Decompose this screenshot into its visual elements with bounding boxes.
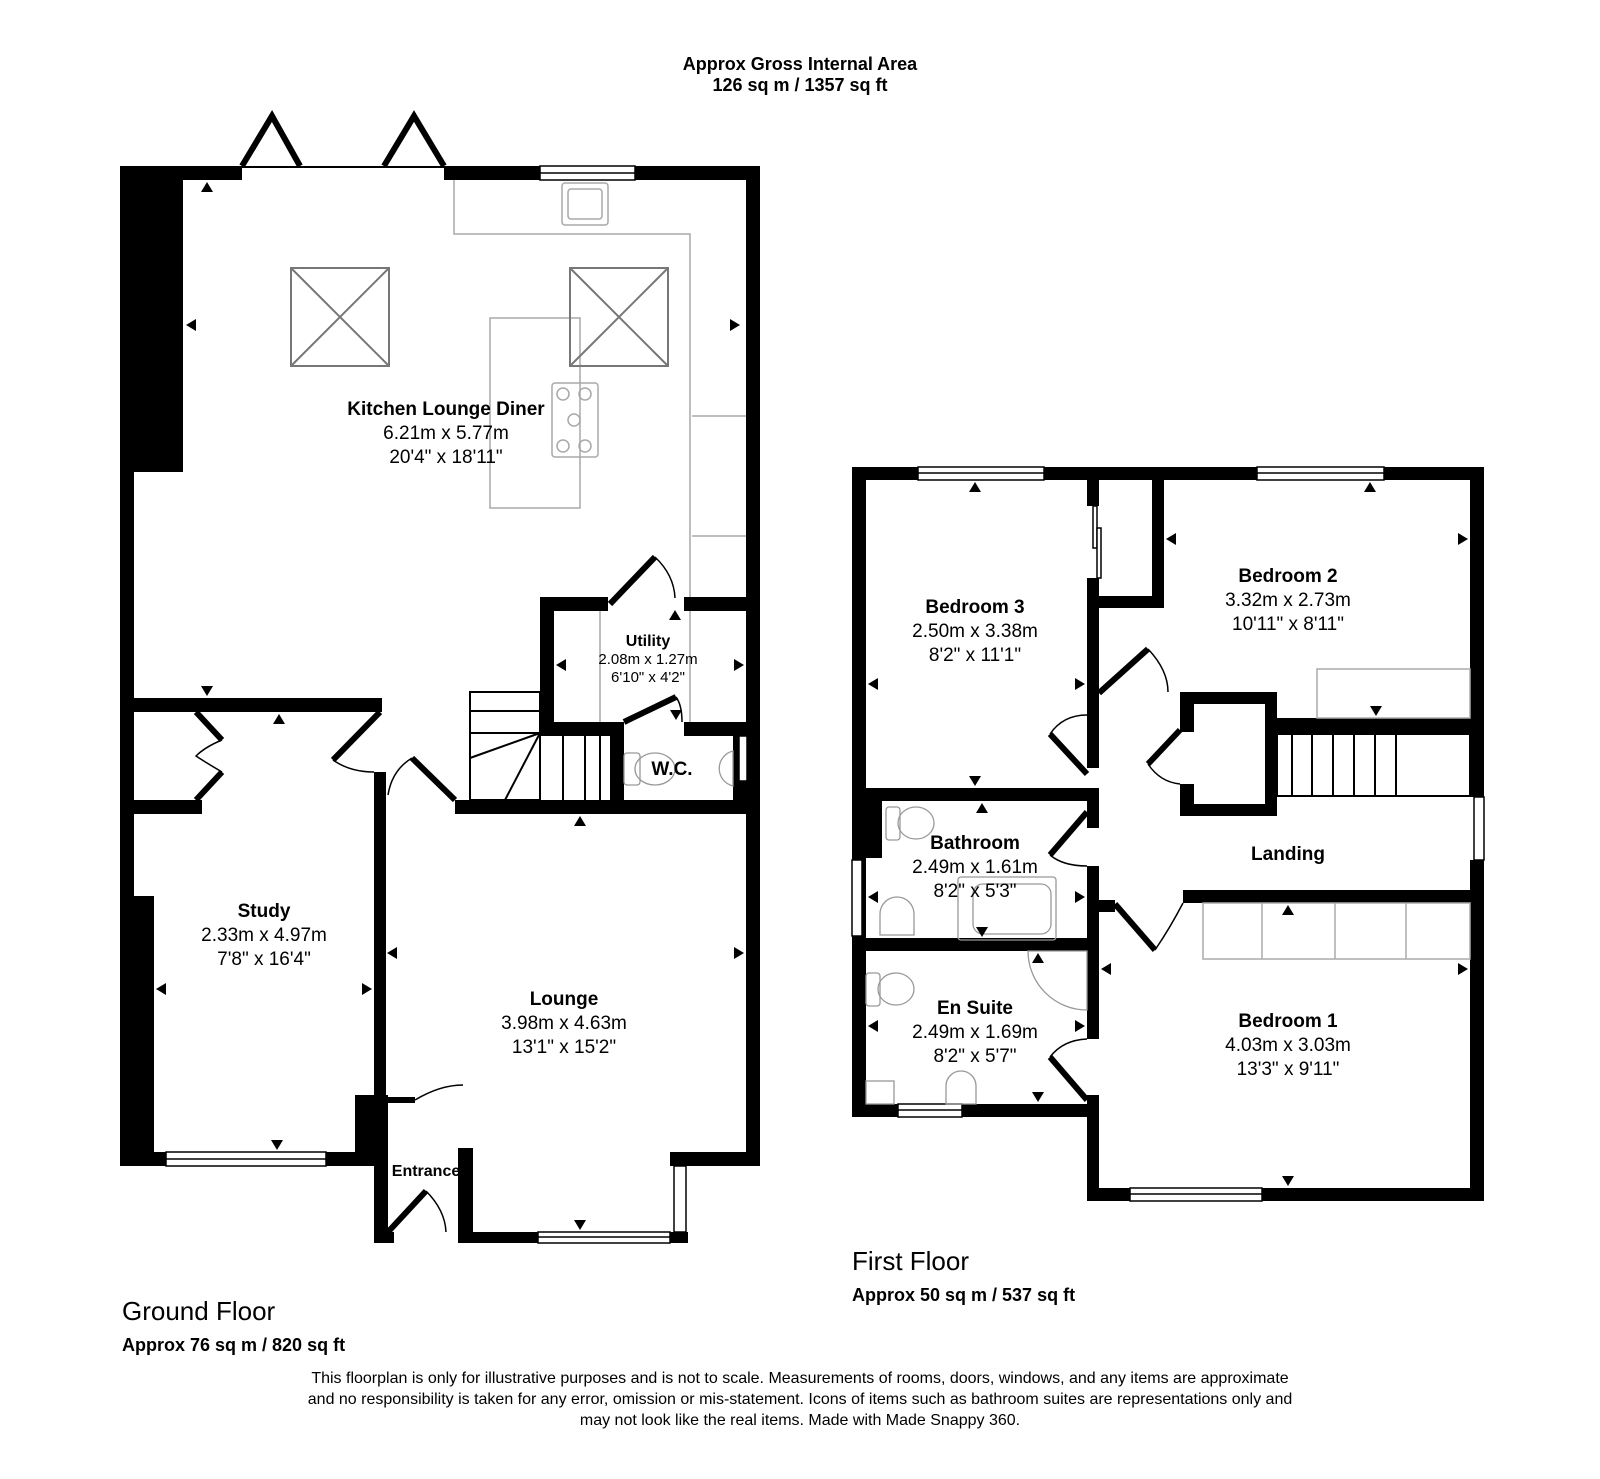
room-name: Bathroom xyxy=(930,833,1020,854)
room-bathroom: Bathroom 2.49m x 1.61m 8'2" x 5'3" xyxy=(912,832,1038,904)
room-wc: W.C. xyxy=(651,758,692,782)
skylights xyxy=(290,267,669,367)
room-kitchen-lounge-diner: Kitchen Lounge Diner 6.21m x 5.77m 20'4"… xyxy=(347,398,544,470)
room-metric: 4.03m x 3.03m xyxy=(1225,1035,1351,1056)
room-name: Bedroom 3 xyxy=(925,597,1025,618)
room-imperial: 8'2" x 5'7" xyxy=(933,1046,1017,1067)
room-metric: 2.49m x 1.69m xyxy=(912,1022,1038,1043)
first-floor-caption: First Floor Approx 50 sq m / 537 sq ft xyxy=(852,1246,1075,1306)
ground-floor-stairs xyxy=(469,691,601,801)
disclaimer-line-1: This floorplan is only for illustrative … xyxy=(311,1370,1289,1387)
room-study: Study 2.33m x 4.97m 7'8" x 16'4" xyxy=(201,900,327,972)
wc-fixtures xyxy=(623,750,734,787)
room-metric: 2.08m x 1.27m xyxy=(598,651,698,668)
ground-floor-area: Approx 76 sq m / 820 sq ft xyxy=(122,1335,346,1355)
disclaimer-line-3: may not look like the real items. Made w… xyxy=(579,1412,1021,1429)
room-bedroom-1: Bedroom 1 4.03m x 3.03m 13'3" x 9'11" xyxy=(1225,1010,1351,1082)
first-floor-area: Approx 50 sq m / 537 sq ft xyxy=(852,1285,1076,1305)
room-name: Study xyxy=(237,901,291,922)
room-imperial: 13'1" x 15'2" xyxy=(511,1037,617,1058)
first-floor-dimension-markers xyxy=(868,482,1468,1186)
room-imperial: 6'10" x 4'2" xyxy=(611,669,685,686)
disclaimer-line-2: and no responsibility is taken for any e… xyxy=(307,1391,1293,1408)
room-name: Entrance xyxy=(391,1163,461,1180)
room-name: Bedroom 1 xyxy=(1238,1011,1338,1032)
room-name: Bedroom 2 xyxy=(1238,566,1338,587)
room-landing: Landing xyxy=(1251,843,1325,867)
first-floor-doors xyxy=(1047,646,1183,1102)
ground-floor-title: Ground Floor xyxy=(122,1296,276,1326)
room-imperial: 8'2" x 11'1" xyxy=(928,645,1022,666)
room-entrance: Entrance xyxy=(392,1162,460,1181)
ground-floor-caption: Ground Floor Approx 76 sq m / 820 sq ft xyxy=(122,1296,345,1356)
sanitaryware xyxy=(865,806,1088,1105)
room-bedroom-2: Bedroom 2 3.32m x 2.73m 10'11" x 8'11" xyxy=(1225,565,1351,637)
kitchen-fixtures xyxy=(453,180,746,722)
room-metric: 6.21m x 5.77m xyxy=(383,423,509,444)
room-imperial: 13'3" x 9'11" xyxy=(1236,1059,1340,1080)
ground-floor-dimension-markers xyxy=(156,182,744,1230)
room-name: Utility xyxy=(625,633,671,650)
wardrobes xyxy=(1202,668,1471,960)
room-metric: 2.33m x 4.97m xyxy=(201,925,327,946)
door-swings xyxy=(194,556,683,1233)
room-name: En Suite xyxy=(936,998,1014,1019)
room-imperial: 20'4" x 18'11" xyxy=(389,447,503,468)
ground-floor-doors xyxy=(193,554,678,1235)
first-floor-title: First Floor xyxy=(852,1246,969,1276)
room-utility: Utility 2.08m x 1.27m 6'10" x 4'2" xyxy=(598,632,697,687)
first-floor-windows xyxy=(851,466,1485,1202)
bifold-doors xyxy=(239,110,447,168)
room-lounge: Lounge 3.98m x 4.63m 13'1" x 15'2" xyxy=(501,988,627,1060)
room-metric: 3.98m x 4.63m xyxy=(501,1013,627,1034)
gia-title: Approx Gross Internal Area xyxy=(682,54,918,74)
gia-area: 126 sq m / 1357 sq ft xyxy=(712,75,888,95)
ground-floor-walls xyxy=(120,166,760,1243)
room-imperial: 8'2" x 5'3" xyxy=(933,881,1017,902)
first-floor-stairs xyxy=(1276,733,1471,797)
disclaimer: This floorplan is only for illustrative … xyxy=(0,1368,1600,1431)
room-metric: 2.50m x 3.38m xyxy=(912,621,1038,642)
room-name: Lounge xyxy=(529,989,599,1010)
room-name: Kitchen Lounge Diner xyxy=(347,399,545,420)
room-imperial: 10'11" x 8'11" xyxy=(1232,614,1344,635)
gross-internal-area: Approx Gross Internal Area 126 sq m / 13… xyxy=(0,54,1600,96)
room-metric: 3.32m x 2.73m xyxy=(1225,590,1351,611)
room-imperial: 7'8" x 16'4" xyxy=(217,949,311,970)
ground-floor-plan xyxy=(120,110,760,1244)
room-bedroom-3: Bedroom 3 2.50m x 3.38m 8'2" x 11'1" xyxy=(912,596,1038,668)
room-en-suite: En Suite 2.49m x 1.69m 8'2" x 5'7" xyxy=(912,997,1038,1069)
first-floor-plan xyxy=(851,466,1485,1202)
room-name: Landing xyxy=(1251,844,1325,865)
room-name: W.C. xyxy=(651,759,693,780)
first-floor-door-swings xyxy=(1049,648,1184,1058)
ground-floor-windows xyxy=(165,165,748,1244)
room-metric: 2.49m x 1.61m xyxy=(912,857,1038,878)
